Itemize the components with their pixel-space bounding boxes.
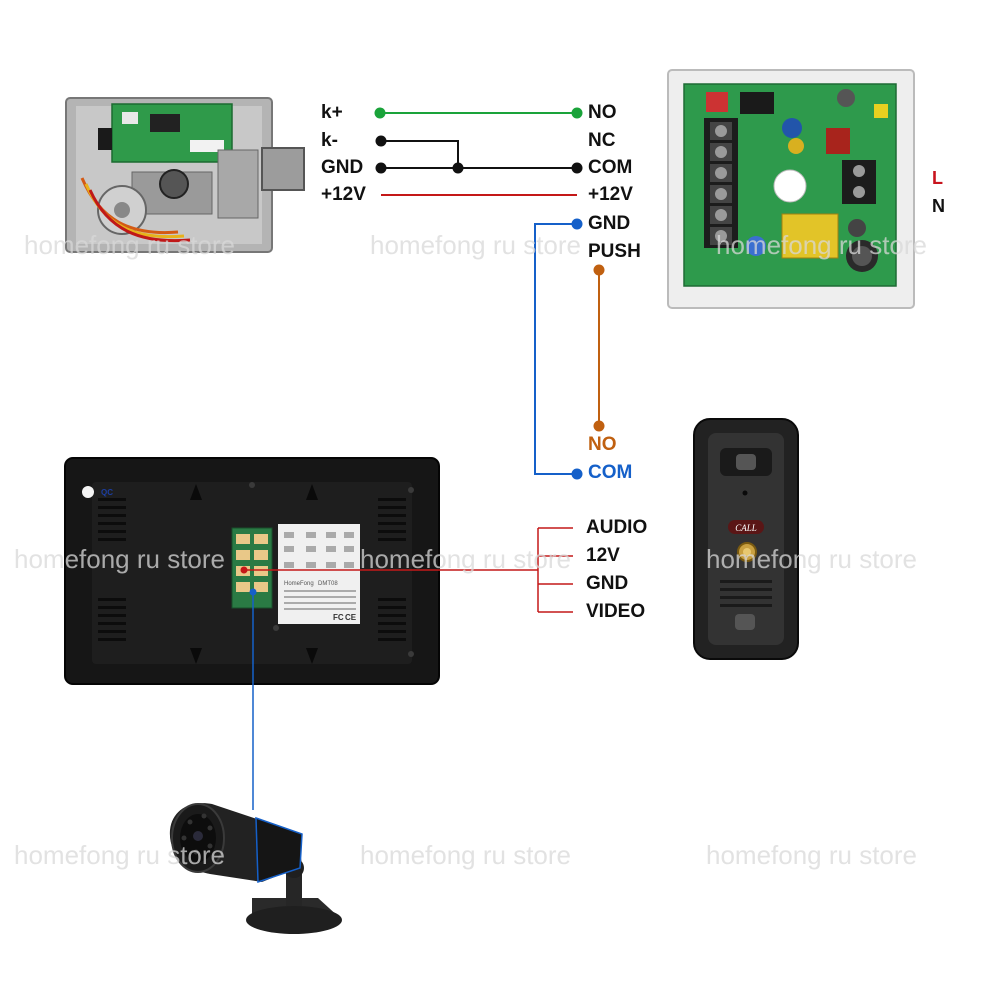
com-node [571,162,583,174]
monitor-model: DMT08 [318,581,338,587]
supply-push-label: PUSH [588,241,641,262]
call-button-label: CALL [735,523,757,533]
camera-image [169,803,342,934]
supply-nc-label: NC [588,130,616,151]
lock-gnd-node [375,162,387,174]
junction-node [452,162,464,174]
fc-mark: FC [333,613,344,622]
monitor-brand: HomeFong [284,581,314,587]
watermark: homefong ru store [14,840,226,870]
lock-gnd-label: GND [321,157,364,178]
supply-com-label: COM [588,157,633,178]
k-plus-node [374,107,386,119]
switch-com-label: COM [588,462,633,483]
no-node [571,107,583,119]
push-node [593,264,605,276]
output-gnd-label: GND [586,573,629,594]
monitor-image [64,457,440,685]
switch-no-label: NO [588,434,617,455]
supply-gnd-label: GND [588,213,631,234]
watermark: homefong ru store [716,230,928,260]
supply-v12-label: +12V [588,184,633,205]
output-12v-label: 12V [586,545,620,566]
ce-mark: CE [345,613,357,622]
monitor-output-node [240,566,248,574]
k-minus-wire [381,140,459,168]
watermark: homefong ru store [706,840,918,870]
watermark: homefong ru store [360,544,572,574]
watermark: homefong ru store [706,544,918,574]
switch-com-node [571,468,583,480]
k-minus-node [375,135,387,147]
gnd-com-blue-wire [534,223,577,475]
watermark: homefong ru store [370,230,582,260]
mains-l-label: L [932,168,943,188]
supply-no-label: NO [588,102,617,123]
qc-label: QC [101,488,113,497]
output-audio-label: AUDIO [586,517,648,538]
watermark: homefong ru store [14,544,226,574]
lock-v12-label: +12V [321,184,366,205]
lock-k-plus-label: k+ [321,102,343,123]
switch-no-node [593,420,605,432]
camera-port-node [249,588,257,596]
watermark: homefong ru store [24,230,236,260]
electric-lock-image [65,97,305,253]
lock-k-minus-label: k- [321,130,338,151]
power-supply-image [667,69,915,309]
mains-n-label: N [932,196,945,216]
door-station-image [693,418,799,660]
output-video-label: VIDEO [586,601,646,622]
watermark: homefong ru store [360,840,572,870]
supply-gnd-node [571,218,583,230]
